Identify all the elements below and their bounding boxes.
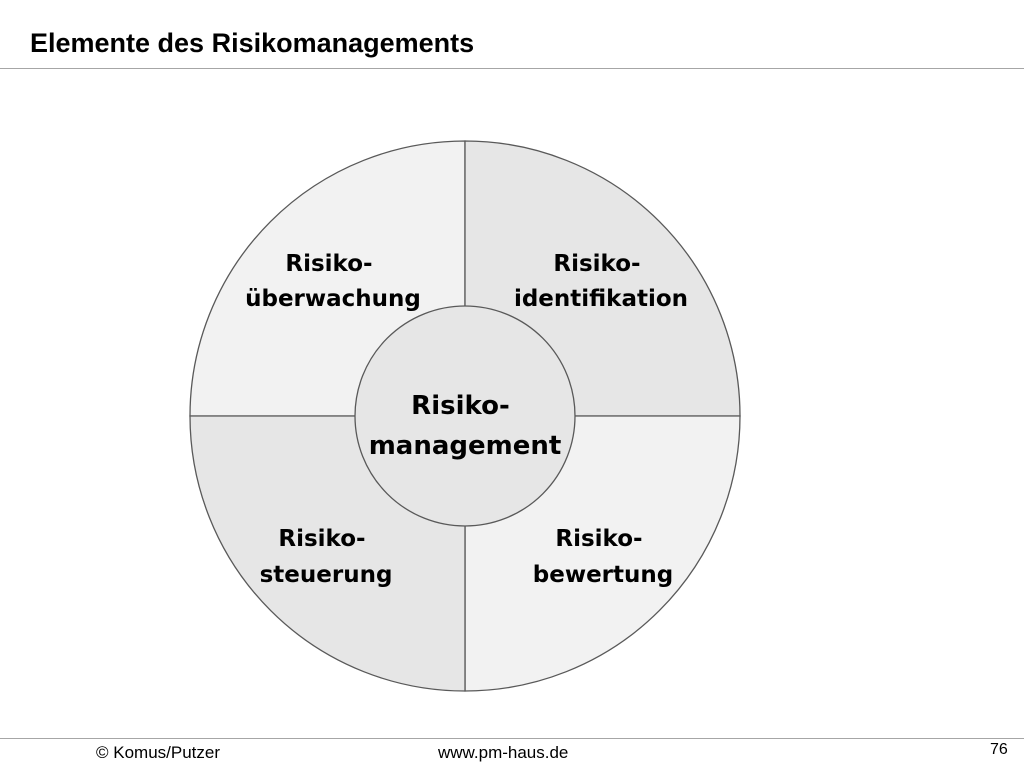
center-circle [354,305,576,527]
segment-label-bottom-right: Risiko- bewertung [533,526,673,588]
center-label-line1: Risiko- [411,391,510,421]
segment-label-line1: Risiko- [555,526,642,552]
page-number: 76 [990,741,1008,758]
segment-label-top-left: Risiko- überwachung [245,251,421,312]
segment-label-line2: bewertung [533,562,673,588]
segment-label-line1: Risiko- [278,526,365,552]
slide-title: Elemente des Risikomanagements [30,28,475,58]
footer-url: www.pm-haus.de [438,743,569,762]
footer-divider [0,738,1024,739]
segment-label-line2: steuerung [260,562,393,588]
segment-label-bottom-left: Risiko- steuerung [260,526,393,588]
center-label-line2: management [369,431,562,461]
center-label: Risiko- management [369,391,562,461]
segment-label-line2: identifikation [514,286,688,312]
title-divider [0,68,1024,69]
segment-label-line1: Risiko- [285,251,372,277]
footer-copyright: © Komus/Putzer [96,743,221,762]
segment-label-top-right: Risiko- identifikation [514,251,688,312]
segment-label-line1: Risiko- [553,251,640,277]
segment-label-line2: überwachung [245,286,421,312]
